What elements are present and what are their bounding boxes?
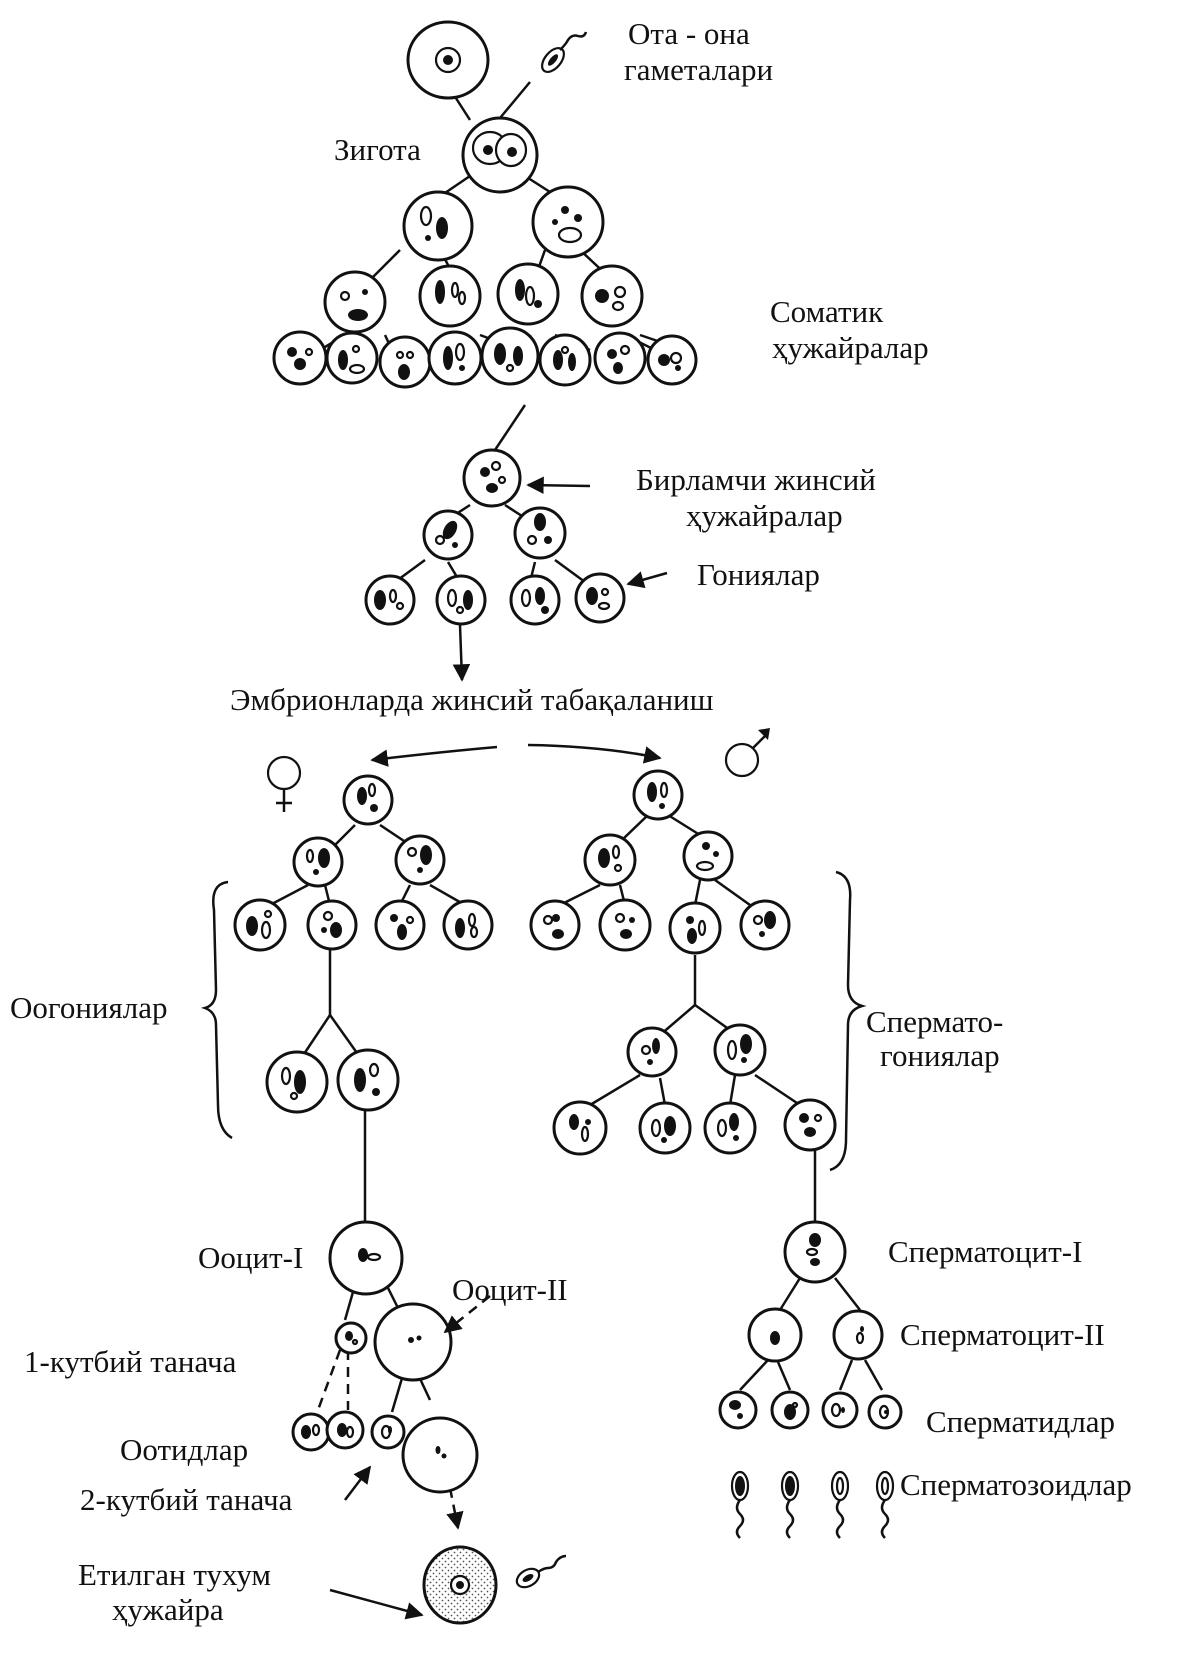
zygote-label: Зигота [334,132,421,167]
oocyte2-label: Ооцит-II [452,1272,568,1307]
oocyte-cells [291,1220,479,1494]
mature-egg-cell [422,1545,498,1625]
spermatozoa-label: Сперматозоидлар [900,1467,1132,1502]
zygote-cell [461,116,539,194]
parent-gametes-label-2: гаметалари [624,52,773,87]
male-symbol-icon [724,728,770,778]
somatic-label-1: Соматик [770,294,884,329]
fertilizing-sperm-icon [515,1554,567,1589]
parent-gametes [406,20,588,100]
polar-body1-label: 1-кутбий танача [24,1344,237,1379]
primordial-germ-cells [422,448,567,561]
spermatid-cells [718,1390,903,1430]
somatic-cells [272,185,698,389]
spermatocyte2-label: Сперматоцит-II [900,1317,1105,1352]
female-symbol-icon [266,755,302,812]
mature-egg-label-1: Етилган тухум [78,1557,271,1592]
polar-body2-label: 2-кутбий танача [80,1482,293,1517]
sperm-cell [541,31,588,73]
gonia-label: Гониялар [697,557,820,592]
differentiation-label: Эмбрионларда жинсий табақаланиш [230,682,714,717]
primordial-label-1: Бирламчи жинсий [636,462,876,497]
oogonia-cells [233,774,494,1114]
spermatogonia-brace [829,870,867,1172]
gonia-cells [364,572,626,626]
differentiation-arrows [370,743,662,767]
spermatogonia-label-2: гониялар [880,1038,1000,1073]
spermatozoa-cells [730,1470,895,1539]
oogonia-label: Оогониялар [10,990,168,1025]
labels: Ота - она гаметалари Зигота Соматик ҳужа… [10,16,1132,1627]
spermatogonia-label-1: Спермато- [866,1004,1003,1039]
ootids-label: Оотидлар [120,1432,248,1467]
spermatogonia-cells [529,769,837,1156]
primordial-label-2: ҳужайралар [686,498,843,533]
mature-egg-label-2: ҳужайра [112,1592,224,1627]
oogonia-brace [200,880,233,1140]
oocyte1-label: Ооцит-I [198,1240,303,1275]
spermatocyte1-label: Сперматоцит-I [888,1234,1082,1269]
spermatocyte-cells [747,1220,884,1363]
spermatids-label: Сперматидлар [926,1404,1115,1439]
parent-gametes-label-1: Ота - она [628,16,750,51]
somatic-label-2: ҳужайралар [772,330,929,365]
pointer-arrows [329,476,668,1620]
